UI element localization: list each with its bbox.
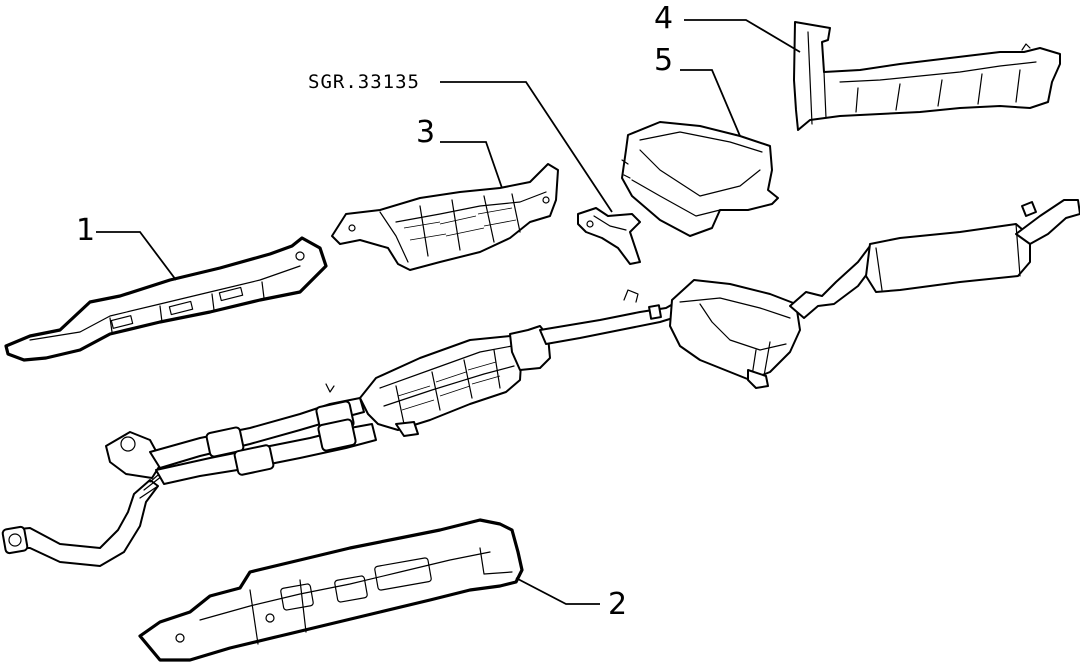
- leader-part1: [96, 231, 177, 281]
- leader-part5: [680, 69, 741, 137]
- front-heat-shield: [4, 236, 328, 362]
- rear-heat-shield: [793, 21, 1061, 131]
- leader-sgr: [440, 81, 613, 213]
- exhaust-pipe-assembly: [1, 199, 1080, 567]
- callout-part4: 4: [654, 1, 673, 36]
- leader-part2: [515, 577, 600, 605]
- callout-part1: 1: [76, 213, 95, 248]
- callout-labels: 1 2 3 4 5 SGR.33135: [76, 1, 673, 622]
- leader-part3: [440, 141, 503, 189]
- catalyst-heat-shield: [331, 163, 559, 271]
- callout-part2: 2: [608, 587, 627, 622]
- reference-code-label: SGR.33135: [308, 71, 420, 93]
- leader-part4: [684, 19, 801, 53]
- silencer-heat-shield: [621, 121, 779, 237]
- mounting-bracket: [577, 207, 641, 265]
- callout-part3: 3: [416, 115, 435, 150]
- callout-part5: 5: [654, 43, 673, 78]
- lower-heat-shield: [138, 518, 524, 662]
- leader-lines: [96, 19, 801, 605]
